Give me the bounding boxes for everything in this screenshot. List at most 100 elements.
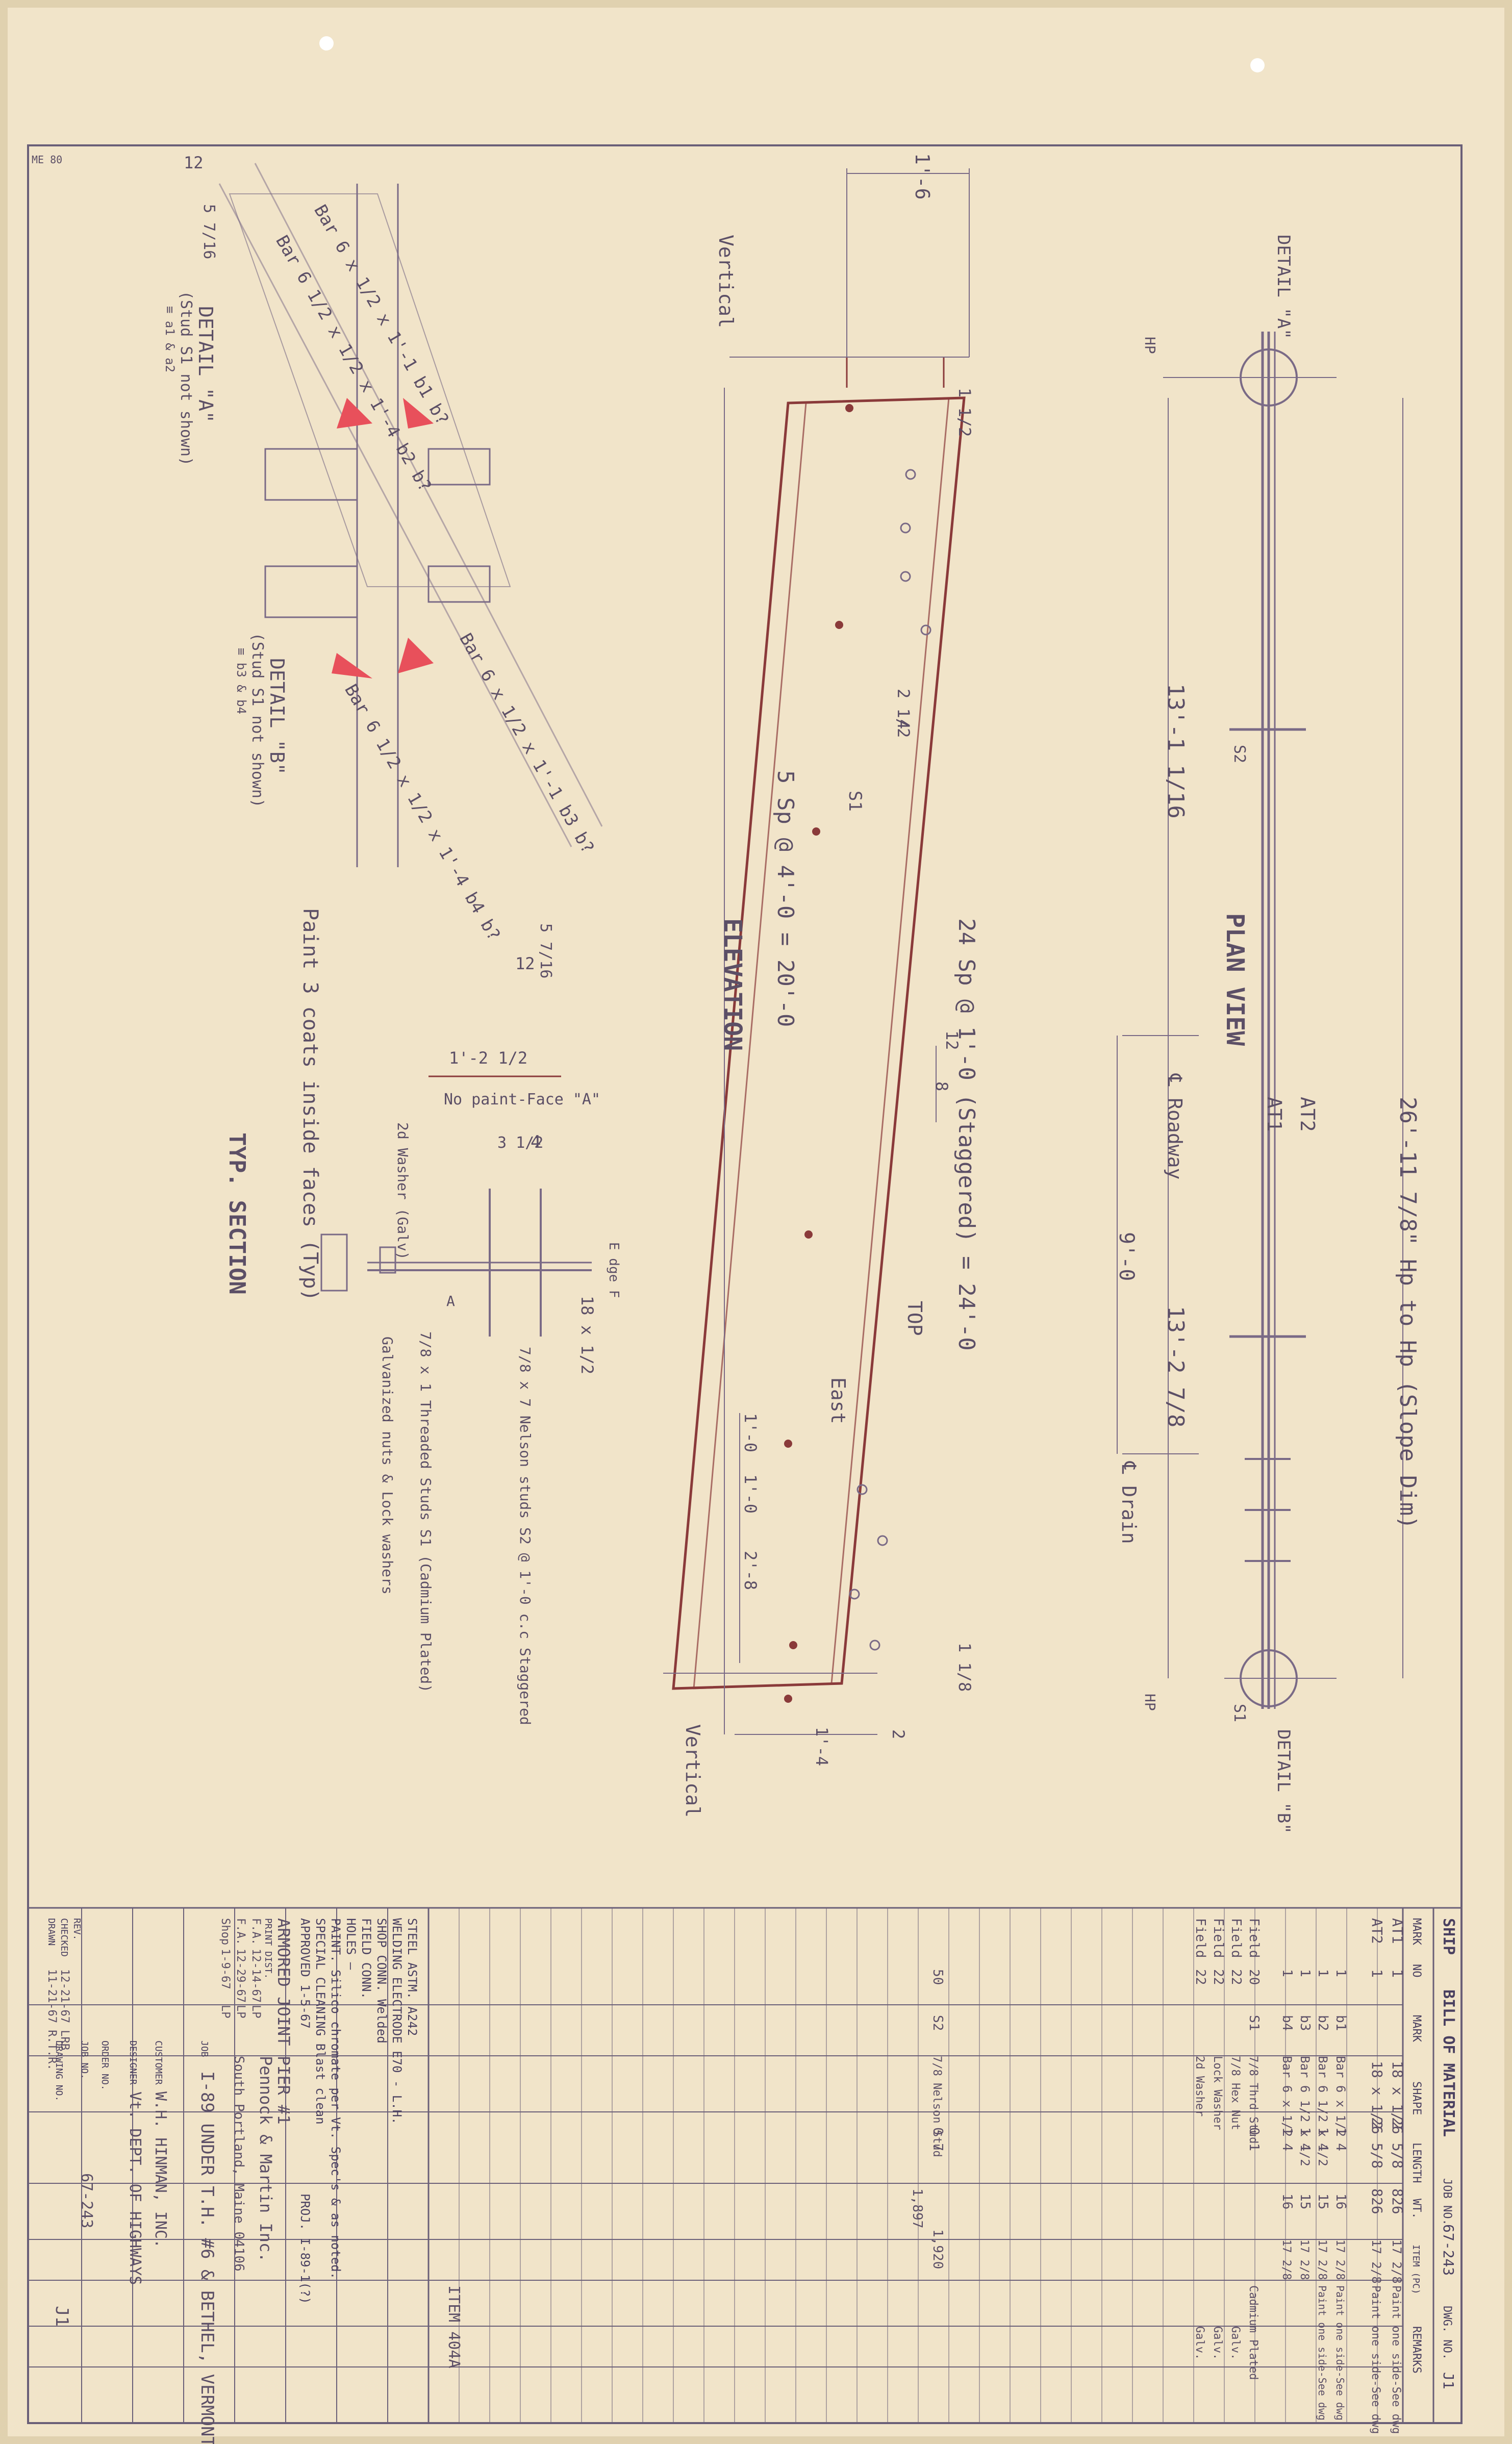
- svg-text:b2: b2: [1315, 2015, 1330, 2031]
- svg-text:0 7: 0 7: [930, 2127, 945, 2151]
- note-proj: PROJ. I-89-1(?): [298, 2194, 312, 2304]
- bom-row: 1 b4 Bar 6 x 1/2 1 4 16 17 2/8: [1279, 1969, 1295, 2280]
- checked-label: CHECKED: [59, 1918, 69, 1957]
- svg-text:Bar 6 1/2 x 1/2: Bar 6 1/2 x 1/2: [1316, 2056, 1330, 2166]
- detail-a-title: DETAIL "A": [194, 306, 217, 423]
- svg-text:50: 50: [930, 1969, 945, 1985]
- svg-text:Field: Field: [1228, 1918, 1244, 1958]
- customer-name: W.H. HINMAN, INC.: [152, 2092, 169, 2248]
- plan-drain-label: ℄ Drain: [1118, 1461, 1140, 1544]
- bom-row: 1 b2 Bar 6 1/2 x 1/2 1 4 15 17 2/8 Paint…: [1315, 1969, 1330, 2421]
- designer-label: DESIGNER: [128, 2040, 138, 2085]
- plan-detail-a-label: DETAIL "A": [1273, 235, 1294, 339]
- plan-at2-label: AT2: [1296, 1097, 1319, 1132]
- elevation-dim-9: 2: [889, 1729, 908, 1739]
- elevation-top-dim: 1'-6: [911, 153, 934, 200]
- note-shop-conn: SHOP CONN. Welded: [374, 1918, 389, 2044]
- svg-text:1-9-67: 1-9-67: [219, 1949, 232, 1989]
- svg-text:22: 22: [1211, 1969, 1226, 1985]
- svg-text:16: 16: [1333, 2194, 1348, 2209]
- svg-text:12-29-67: 12-29-67: [234, 1949, 247, 2003]
- note-holes: HOLES —: [344, 1918, 358, 1970]
- section-width: 1'-2 1/2: [449, 1048, 527, 1068]
- svg-text:826: 826: [1389, 2188, 1406, 2214]
- bom-total-wt2: 1,920: [930, 2229, 945, 2269]
- svg-text:LP: LP: [234, 2005, 247, 2019]
- svg-text:20: 20: [1246, 1969, 1262, 1985]
- svg-text:Cadmium Plated: Cadmium Plated: [1247, 2285, 1259, 2380]
- print-dist: F.A. 12-14-67 LP F.A. 12-29-67 LP Shop 1…: [219, 1918, 262, 2019]
- bom-column-headers: MARK NO MARK SHAPE LENGTH WT. ITEM (PC) …: [1410, 1918, 1423, 2374]
- svg-text:AT1: AT1: [1389, 1918, 1406, 1944]
- bom-col-mark2: MARK: [1410, 2015, 1423, 2043]
- svg-text:b4: b4: [1279, 2015, 1295, 2031]
- detail-a-note2: ≡ a1 & a2: [163, 306, 177, 372]
- drawing-no: J1: [52, 2306, 72, 2327]
- bom-row: AT2 1 18 x 1/2 26 5/8 826 17 2/8 Paint o…: [1369, 1918, 1385, 2434]
- plan-hp-label: HP: [1142, 337, 1158, 354]
- svg-text:1 4: 1 4: [1333, 2127, 1348, 2151]
- svg-text:Galv.: Galv.: [1193, 2326, 1206, 2360]
- plan-roadway-label: ℄ Roadway: [1164, 1073, 1186, 1179]
- svg-text:7/8 Nelson Stud: 7/8 Nelson Stud: [930, 2056, 943, 2157]
- title-block: [27, 1907, 1463, 2424]
- bom-row: Field 22 7/8 Hex Nut Galv.: [1228, 1918, 1244, 2360]
- order-no-label: ORDER NO.: [99, 2040, 110, 2090]
- note-steel: STEEL ASTM. A242: [405, 1918, 419, 2036]
- company-address: South Portland, Maine 04106: [231, 2056, 246, 2272]
- svg-text:Bar 6 x 1/2: Bar 6 x 1/2: [1333, 2056, 1348, 2137]
- svg-text:1 4: 1 4: [1279, 2127, 1295, 2151]
- elevation-top-label: TOP: [903, 1301, 926, 1336]
- job-no2-label: JOB NO.: [79, 2040, 90, 2079]
- svg-text:Paint one side-See dwg: Paint one side-See dwg: [1316, 2285, 1328, 2421]
- bom-dwg-no: J1: [1440, 2372, 1457, 2389]
- plan-right-dim: 13'-2 7/8: [1163, 1306, 1189, 1427]
- detail-b-slope2: 5 7/16: [537, 923, 555, 978]
- details-ab: [218, 163, 603, 867]
- weld-mark: [398, 638, 434, 673]
- elevation-title: ELEVATION: [718, 918, 747, 1051]
- bom-total-wt: 1,897: [910, 2188, 925, 2228]
- svg-text:26 5/8: 26 5/8: [1369, 2117, 1385, 2169]
- svg-text:Galv.: Galv.: [1229, 2326, 1242, 2360]
- svg-text:17 2/8: 17 2/8: [1369, 2239, 1383, 2284]
- note-welding: WELDING ELECTRODE E70 - L.H.: [390, 1918, 404, 2125]
- svg-text:Galv.: Galv.: [1211, 2326, 1224, 2360]
- job-name: I-89 UNDER T.H. #6 & BETHEL, VERMONT: [197, 2071, 217, 2444]
- section-face-a: A: [446, 1293, 455, 1309]
- section-dim-a: 3 1/2: [497, 1134, 543, 1152]
- note-cleaning: SPECIAL CLEANING Blast clean: [313, 1918, 327, 2125]
- drawn-value: 11-21-67 R.T.R.: [45, 1969, 58, 2071]
- bom-job-no-label: JOB NO.: [1441, 2178, 1453, 2226]
- svg-text:18 x 1/2: 18 x 1/2: [1389, 2061, 1406, 2130]
- weld-mark: [403, 398, 434, 429]
- item-number: ITEM 404A: [445, 2285, 463, 2369]
- detail-a-slope2: 5 7/16: [200, 204, 218, 259]
- checked-value: 12-21-67 LRB: [58, 1969, 71, 2050]
- plan-view-title: PLAN VIEW: [1221, 913, 1249, 1046]
- elevation-stud-spacing-bottom: 5 Sp @ 4'-0 = 20'-0: [772, 770, 798, 1027]
- elevation-dim-5: 1'-0: [741, 1413, 760, 1452]
- weld-mark: [332, 653, 372, 678]
- elevation-vertical-bottom: Vertical: [682, 1724, 704, 1818]
- svg-text:1 4: 1 4: [1315, 2127, 1330, 2151]
- svg-text:17 2/8: 17 2/8: [1390, 2239, 1404, 2284]
- elevation-dim-0: 1 1/2: [955, 388, 974, 437]
- note-approved: APPROVED 1-5-67: [298, 1918, 312, 2029]
- section-edge: E dge F: [606, 1242, 621, 1298]
- svg-text:1: 1: [1279, 1969, 1295, 1977]
- section-bar: 18 x 1/2: [577, 1296, 597, 1374]
- section-washer: 2d Washer (Galv): [394, 1122, 411, 1260]
- plan-left-dim: 13'-1 1/16: [1163, 684, 1189, 819]
- svg-text:1: 1: [1369, 1969, 1385, 1978]
- section-nelson: 7/8 x 7 Nelson studs S2 @ 1'-0 c.c Stagg…: [517, 1347, 534, 1725]
- svg-text:AT2: AT2: [1369, 1918, 1385, 1944]
- bom-col-item: ITEM (PC): [1410, 2245, 1421, 2295]
- svg-text:12-14-67: 12-14-67: [249, 1949, 262, 2003]
- elevation-dim-1: 2 1/2: [894, 689, 913, 738]
- designer-name: Vt. DEPT. OF HIGHWAYS: [126, 2092, 144, 2285]
- bom-dwg-no-label: DWG. NO.: [1441, 2306, 1453, 2360]
- svg-text:S1: S1: [1246, 2015, 1262, 2031]
